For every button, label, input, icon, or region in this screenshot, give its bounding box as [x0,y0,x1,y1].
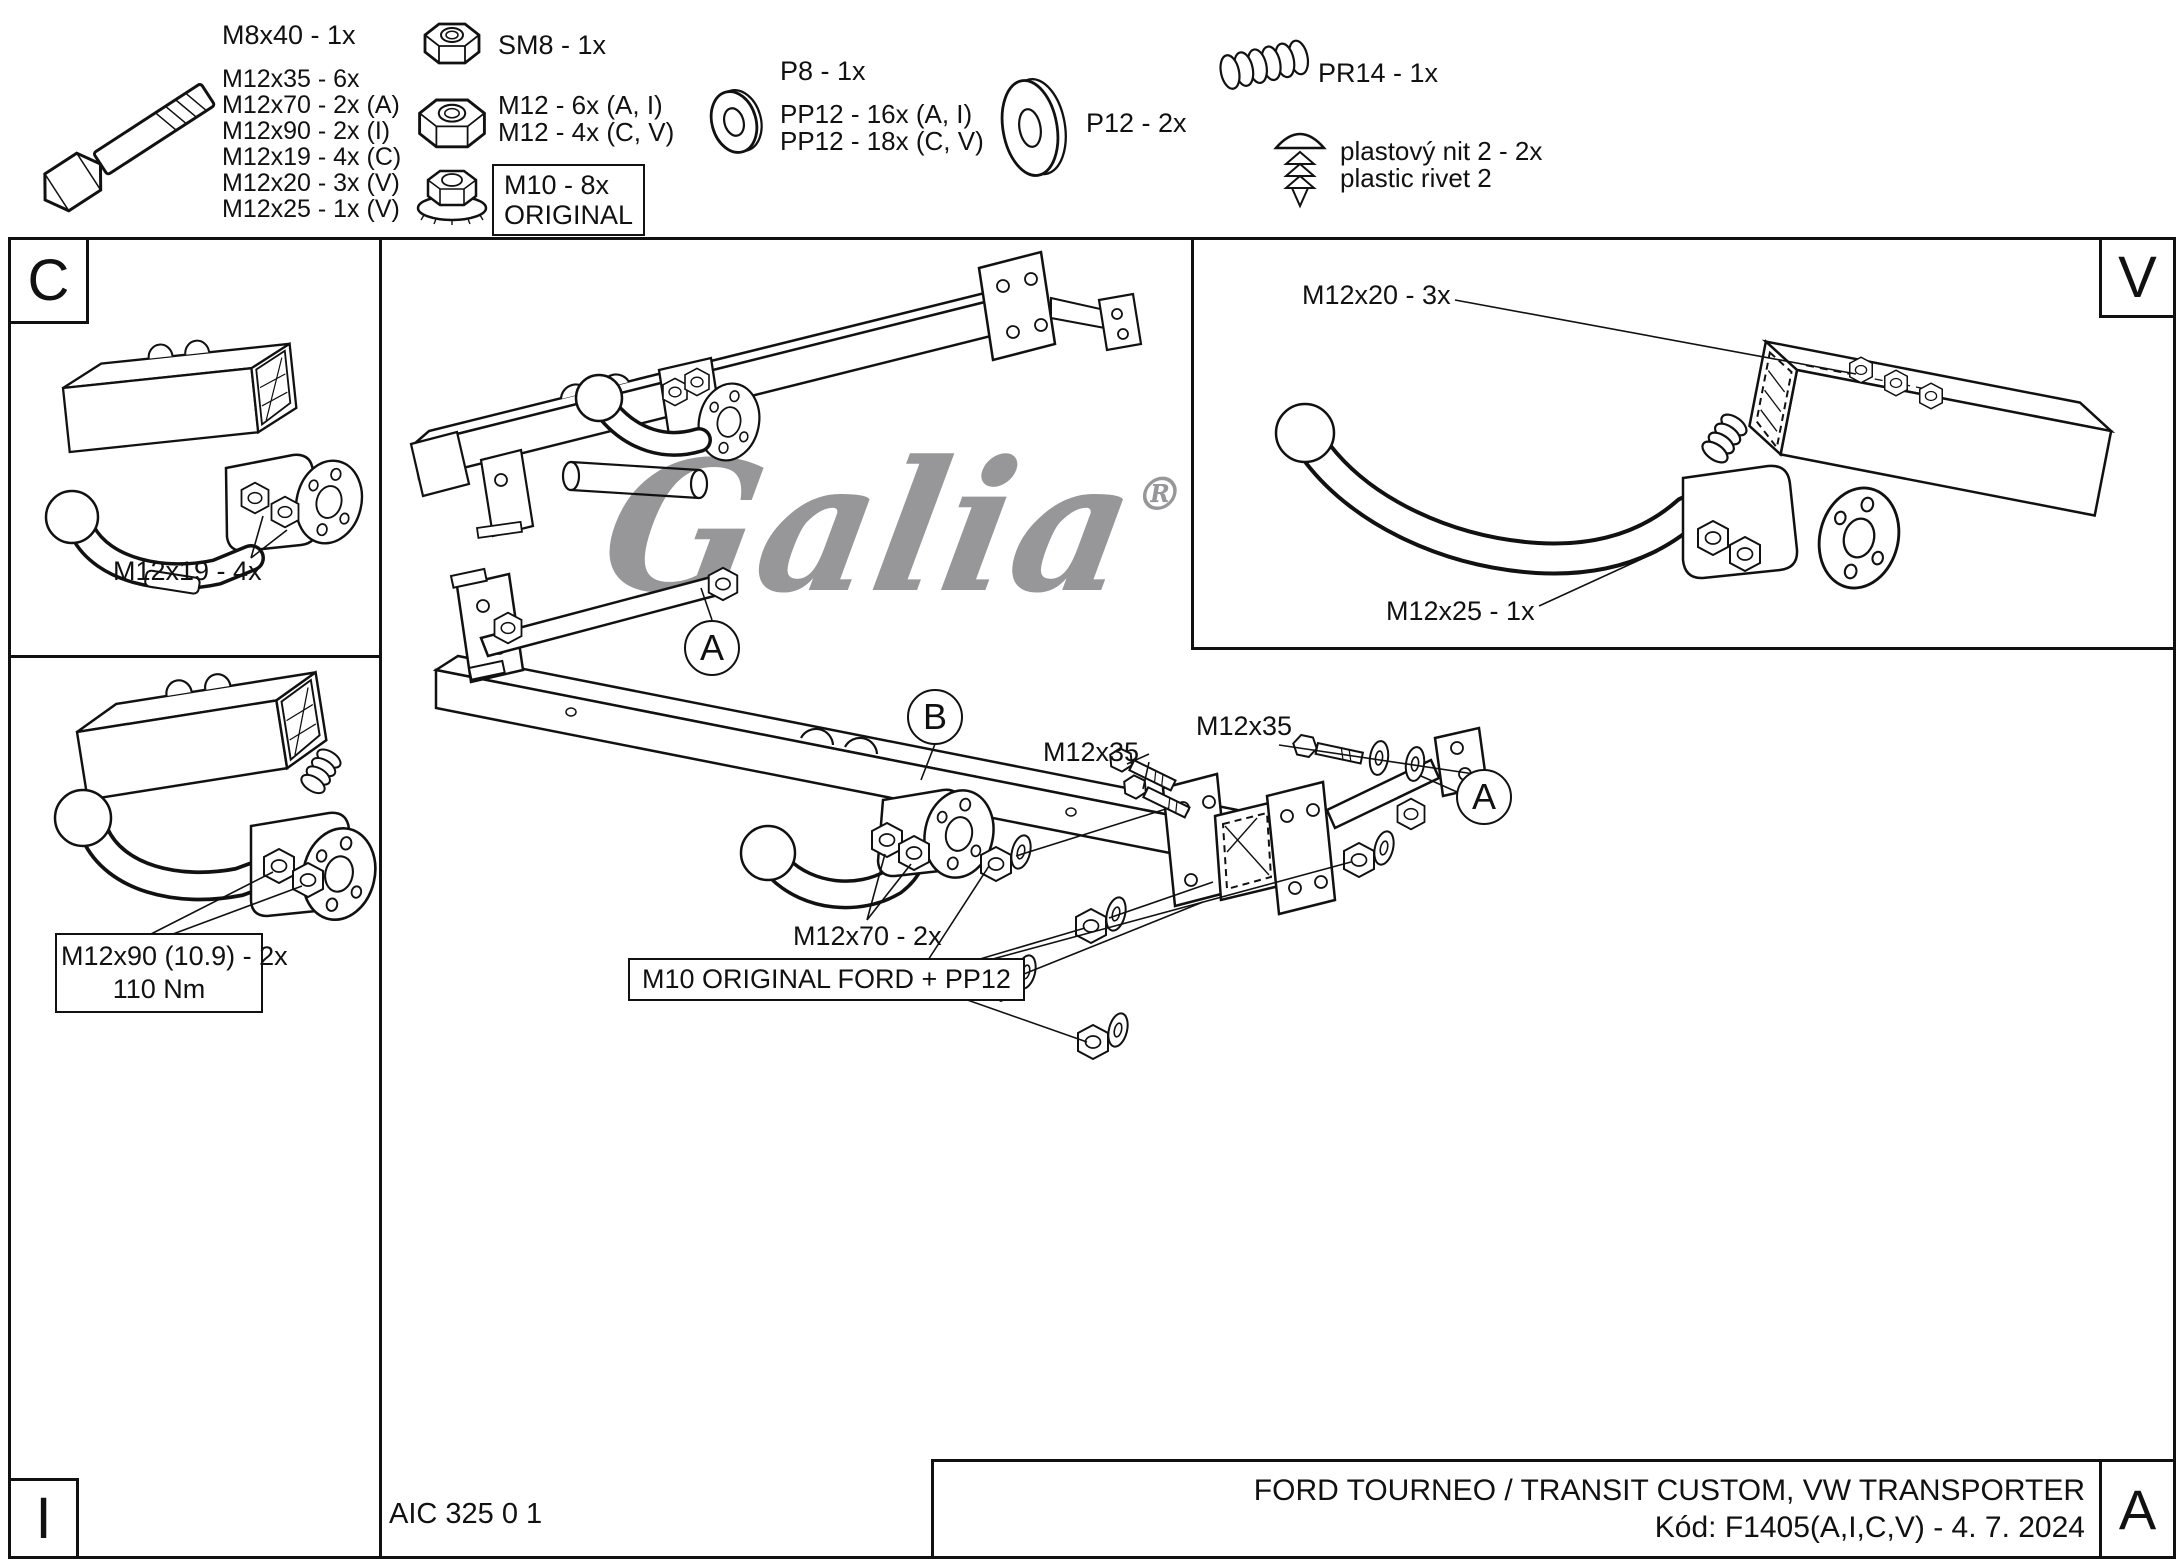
panel-c-label: M12x19 - 4x [113,556,262,586]
bolt-size-item: M12x90 - 2x (I) [222,117,391,145]
parts-list: M8x40 - 1x M12x35 - 6x M12x70 - 2x (A) M… [0,0,2184,237]
panel-c-drawing [44,329,372,595]
label-p12: P12 - 2x [1086,108,1187,138]
leader-lines [150,299,1857,1043]
bolt-size-list: M12x35 - 6x M12x70 - 2x (A) M12x90 - 2x … [222,66,401,222]
torque-line-1: M12x90 (10.9) - 2x [61,941,288,971]
hex-nut-sm8-icon [423,22,481,65]
bolt-size-item: M12x19 - 4x (C) [222,143,402,171]
bolt-size-item: M12x70 - 2x (A) [222,91,400,119]
variant-letter-i: I [11,1478,79,1556]
label-m12x35-left: M12x35 [1043,737,1140,767]
label-m12x70: M12x70 - 2x [793,921,942,951]
hex-nut-m12-icon [418,98,486,149]
label-pp12-cv: PP12 - 18x (C, V) [780,126,984,156]
label-pp12: PP12 - 16x (A, I) PP12 - 18x (C, V) [780,101,984,155]
label-m12-nuts: M12 - 6x (A, I) M12 - 4x (C, V) [498,92,674,146]
label-m10-original: ORIGINAL [504,200,634,230]
washer-p12-icon [1000,77,1067,177]
label-m12x35-right: M12x35 [1196,711,1293,741]
plastic-rivet-icon [1273,132,1327,209]
bolt-size-item: M12x25 - 1x (V) [222,195,400,223]
bolt-icon [43,83,216,213]
label-m8x40: M8x40 - 1x [222,20,356,50]
title-block: FORD TOURNEO / TRANSIT CUSTOM, VW TRANSP… [931,1459,2173,1556]
m10-original-ford-box: M10 ORIGINAL FORD + PP12 [628,958,1025,1001]
vehicle-title: FORD TOURNEO / TRANSIT CUSTOM, VW TRANSP… [1253,1473,2085,1507]
diagram-art [44,250,2116,1060]
m10-original-box: M10 - 8x ORIGINAL [492,164,646,236]
doc-code: AIC 325 0 1 [389,1498,543,1530]
panel-v-label-top: M12x20 - 3x [1302,280,1451,310]
flange-nut-m10-icon [416,169,488,225]
label-pp12-ai: PP12 - 16x (A, I) [780,99,973,129]
assembled-view [409,250,1143,539]
diagram-area: Galia® [8,237,2176,1559]
spring-pr14-icon [1219,39,1310,90]
title-text: FORD TOURNEO / TRANSIT CUSTOM, VW TRANSP… [934,1462,2099,1556]
callout-a-right: A [1456,769,1512,825]
panel-i-drawing [53,657,386,929]
washer-p8-icon [709,89,763,154]
label-m12-ai: M12 - 6x (A, I) [498,90,663,120]
panel-i-torque-box: M12x90 (10.9) - 2x 110 Nm [55,933,288,1013]
kod-line: Kód: F1405(A,I,C,V) - 4. 7. 2024 [1654,1510,2085,1544]
variant-letter-a: A [2099,1462,2173,1556]
label-pr14: PR14 - 1x [1318,58,1439,88]
bolt-size-item: M12x35 - 6x [222,65,360,93]
torque-line-2: 110 Nm [112,974,206,1004]
panel-v-label-bottom: M12x25 - 1x [1386,596,1535,626]
label-m12-cv: M12 - 4x (C, V) [498,117,675,147]
callout-b: B [907,689,963,745]
label-rivet: plastový nit 2 - 2x plastic rivet 2 [1340,138,1542,192]
label-rivet-cz: plastový nit 2 - 2x [1340,136,1543,166]
variant-letter-c: C [11,240,89,324]
callout-a-left: A [684,620,740,676]
variant-letter-v: V [2099,240,2173,318]
label-rivet-en: plastic rivet 2 [1340,163,1492,193]
panel-v-drawing [1274,339,2116,598]
exploded-view [432,566,1489,1060]
label-p8: P8 - 1x [780,56,866,86]
label-sm8: SM8 - 1x [498,30,607,60]
bolt-size-item: M12x20 - 3x (V) [222,169,400,197]
label-m10: M10 - 8x [504,170,610,200]
